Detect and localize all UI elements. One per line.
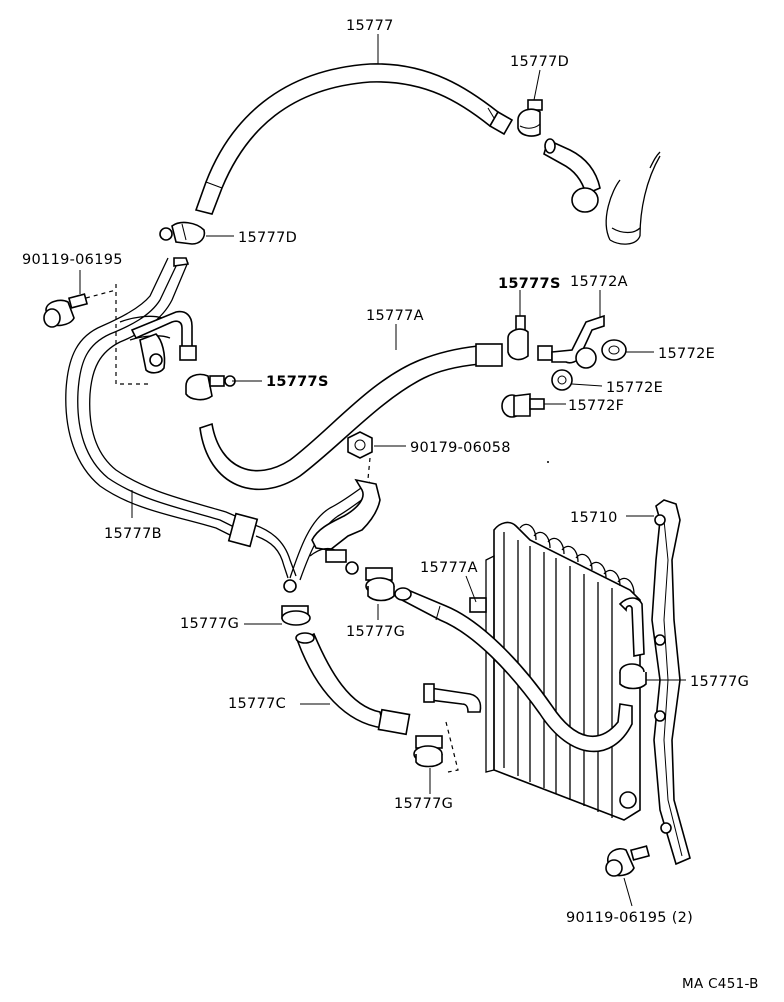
- cooler-fins: [503, 523, 635, 818]
- label-15777s-left: 15777S: [266, 374, 329, 390]
- label-90119-06195-left: 90119-06195: [22, 252, 123, 268]
- guide-bolt-left: [115, 284, 150, 385]
- oil-cooler-15710: [469, 521, 641, 821]
- label-15772f: 15772F: [568, 398, 624, 414]
- guide-bolt-left-2: [85, 289, 117, 299]
- label-15777a-lower: 15777A: [420, 560, 478, 576]
- cooler-mounting-bracket: [651, 499, 691, 866]
- label-15777b: 15777B: [104, 526, 162, 542]
- bolt-90119-06195-left: [43, 293, 89, 328]
- label-90179-06058: 90179-06058: [410, 440, 511, 456]
- hose-15777a-upper: [199, 343, 503, 491]
- clamp-15777d-left: [159, 221, 206, 245]
- bolt-90119-06195-bottom: [605, 845, 651, 877]
- clamp-15777s-left: [185, 373, 236, 401]
- tube-branch-bracket: [130, 310, 197, 374]
- cooler-outlet-pipe: [618, 597, 647, 690]
- guide-clamp-bottom: [445, 721, 459, 773]
- hose-15777c: [295, 632, 411, 736]
- label-15777a-upper: 15777A: [366, 308, 424, 324]
- label-15777c: 15777C: [228, 696, 286, 712]
- cooler-inlet-pipe: [423, 683, 482, 713]
- bracket-15772a: [537, 314, 605, 369]
- label-15772a: 15772A: [570, 274, 628, 290]
- label-15710: 15710: [570, 510, 618, 526]
- cushion-15772e-upper: [601, 339, 627, 361]
- nut-90179-06058: [347, 431, 373, 459]
- cushion-15772e-lower: [551, 369, 573, 391]
- label-15777: 15777: [346, 18, 394, 34]
- stray-dot: [547, 461, 549, 463]
- label-15777d-left: 15777D: [238, 230, 297, 246]
- label-15777d-upper: 15777D: [510, 54, 569, 70]
- leader-lines: [79, 34, 686, 907]
- clamp-15777s-right: [507, 315, 529, 361]
- label-15777s-right: 15777S: [498, 276, 561, 292]
- label-90119-06195-bottom: 90119-06195 (2): [566, 910, 693, 926]
- clamp-15777g-mid: [365, 567, 395, 602]
- figure-code: MA C451-B: [682, 976, 759, 992]
- hose-15777a-lower: [394, 587, 633, 753]
- label-15777g-right: 15777G: [690, 674, 749, 690]
- tube-15777b: [65, 257, 297, 579]
- label-15777g-mid: 15777G: [346, 624, 405, 640]
- clamp-15777g-bottom: [413, 735, 443, 768]
- bolt-15772f: [501, 393, 545, 418]
- label-15772e-lower: 15772E: [606, 380, 663, 396]
- label-15772e-upper: 15772E: [658, 346, 715, 362]
- label-15777g-left: 15777G: [180, 616, 239, 632]
- clamp-15777g-left: [281, 605, 311, 626]
- elbow-pipe-upper-right: [543, 138, 661, 245]
- pipe-connector-center: [283, 478, 381, 593]
- hose-15777: [194, 63, 514, 215]
- label-15777g-bottom: 15777G: [394, 796, 453, 812]
- clamp-15777d-upper: [517, 99, 543, 137]
